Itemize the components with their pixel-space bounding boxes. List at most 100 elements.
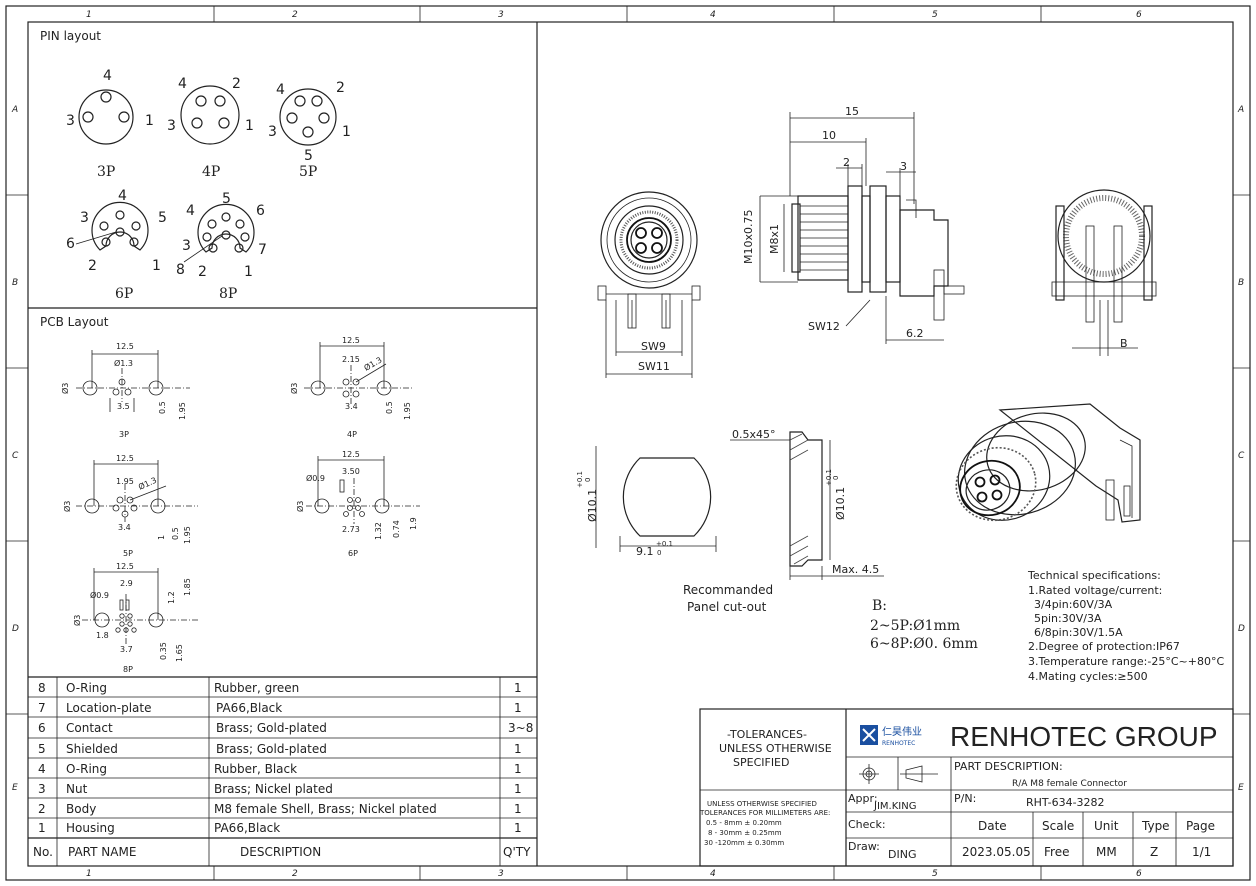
pin-variant-label: 8P: [219, 286, 237, 302]
dim-label: 3.50: [342, 467, 360, 476]
svg-text:4: 4: [38, 762, 46, 776]
scale-value: Free: [1044, 845, 1069, 859]
col-label: 4: [710, 869, 716, 879]
pin-layout-title: PIN layout: [40, 29, 101, 43]
panel-cutout: Ø10.1 +0.1 0 9.1 +0.1 0 0.5x45° Ø10.1 +0…: [576, 428, 884, 614]
scale-label: Scale: [1042, 819, 1074, 833]
svg-text:PA66,Black: PA66,Black: [216, 701, 282, 715]
row-label: A: [1237, 105, 1244, 115]
b-note-line: 2~5P:Ø1mm: [870, 618, 960, 634]
part-description: R/A M8 female Connector: [1012, 779, 1127, 789]
dim-label: 0: [584, 478, 592, 482]
dim-label: SW11: [638, 360, 670, 373]
dim-label: Ø3: [289, 383, 299, 394]
dim-label: Ø1.3: [362, 355, 383, 373]
title-block-text: -TOLERANCES- UNLESS OTHERWISE SPECIFIED …: [699, 721, 1218, 861]
svg-text:1: 1: [38, 821, 46, 835]
dim-label: Ø10.1: [586, 489, 599, 522]
svg-text:O-Ring: O-Ring: [66, 681, 107, 695]
svg-text:Shielded: Shielded: [66, 742, 118, 756]
logo-chinese: 仁昊伟业: [882, 725, 922, 738]
pcb-4p: 12.5 2.15 Ø1.3 Ø3 3.4 0.5 1.95 4P: [289, 336, 412, 439]
type-value: Z: [1150, 845, 1158, 859]
row-label: D: [1238, 624, 1245, 634]
pin-number: 5: [304, 148, 313, 164]
pin-number: 1: [145, 113, 154, 129]
col-label: 1: [86, 869, 92, 879]
dim-label: 12.5: [116, 562, 134, 571]
svg-text:1: 1: [514, 681, 522, 695]
frame-labels: 1 2 3 4 5 6 1 2 3 4 5 6 A B C D E A B C …: [11, 10, 1245, 879]
dim-label: 2.15: [342, 355, 360, 364]
b-note-line: 6~8P:Ø0. 6mm: [870, 636, 978, 652]
pin-number: 2: [88, 258, 97, 274]
col-label: 4: [710, 10, 716, 20]
rear-view: B: [1051, 189, 1157, 356]
pcb-variant-label: 8P: [123, 665, 133, 674]
col-label: 6: [1136, 869, 1142, 879]
dim-label: SW9: [641, 340, 666, 353]
dim-label: 3.4: [118, 523, 131, 532]
dim-label: 6.2: [906, 327, 924, 340]
pin-number: 6: [66, 236, 75, 252]
svg-text:Location-plate: Location-plate: [66, 701, 151, 715]
pin-number: 8: [176, 262, 185, 278]
date-value: 2023.05.05: [962, 845, 1031, 859]
spec-line: 5pin:30V/3A: [1034, 612, 1102, 625]
dim-label: 1.85: [183, 578, 192, 596]
pin-number: 5: [158, 210, 167, 226]
inner-frame: [27, 21, 1234, 867]
dim-label: Ø3: [72, 615, 82, 626]
pcb-6p: 12.5 3.50 Ø0.9 Ø3 2.73 1.32 0.74 1.9 6P: [295, 450, 420, 558]
pin-6p: 4 3 5 6 2 1 6P: [66, 188, 167, 302]
pin-number: 3: [182, 238, 191, 254]
outer-frame: [5, 5, 1251, 881]
dim-label: 2.9: [120, 579, 133, 588]
pin-variant-label: 3P: [97, 164, 115, 180]
svg-text:Contact: Contact: [66, 721, 113, 735]
title-block: [699, 708, 1234, 867]
dim-label: Ø1.3: [114, 358, 133, 368]
pin-number: 4: [118, 188, 127, 204]
b-note: B: 2~5P:Ø1mm 6~8P:Ø0. 6mm: [870, 598, 978, 652]
pin-number: 3: [268, 124, 277, 140]
isometric-view: [955, 403, 1141, 523]
col-label: 5: [932, 869, 938, 879]
svg-text:Nut: Nut: [66, 782, 88, 796]
dim-label: 12.5: [342, 336, 360, 345]
col-label: 3: [498, 10, 504, 20]
dim-label: 3.7: [120, 645, 133, 654]
pin-number: 4: [276, 82, 285, 98]
dim-label: +0.1: [576, 471, 584, 488]
cutout-caption: Panel cut-out: [687, 600, 767, 614]
svg-text:Brass; Nickel plated: Brass; Nickel plated: [214, 782, 333, 796]
cutout-caption: Recommanded: [683, 583, 773, 597]
pin-number: 4: [186, 203, 195, 219]
pcb-variant-label: 3P: [119, 430, 129, 439]
pin-number: 1: [152, 258, 161, 274]
svg-text:O-Ring: O-Ring: [66, 762, 107, 776]
row-label: D: [12, 624, 19, 634]
tolerance-title: SPECIFIED: [733, 756, 789, 769]
pin-number: 1: [245, 118, 254, 134]
spec-line: 3.Temperature range:-25°C~+80°C: [1028, 655, 1224, 668]
svg-text:Rubber, green: Rubber, green: [214, 681, 299, 695]
svg-text:PA66,Black: PA66,Black: [214, 821, 280, 835]
pcb-variant-label: 4P: [347, 430, 357, 439]
dim-label: 0.5: [171, 527, 180, 540]
col-label: 6: [1136, 10, 1142, 20]
row-label: A: [11, 105, 18, 115]
dim-label: 3: [900, 160, 907, 173]
spec-line: 4.Mating cycles:≥500: [1028, 670, 1148, 683]
svg-text:6: 6: [38, 721, 46, 735]
row-label: E: [1238, 783, 1244, 793]
dim-label: +0.1: [656, 540, 673, 548]
row-label: E: [12, 783, 18, 793]
dim-label: 0.35: [159, 642, 168, 660]
svg-text:8: 8: [38, 681, 46, 695]
dim-label: M10x0.75: [742, 210, 755, 265]
dim-label: 0.5: [385, 401, 394, 414]
